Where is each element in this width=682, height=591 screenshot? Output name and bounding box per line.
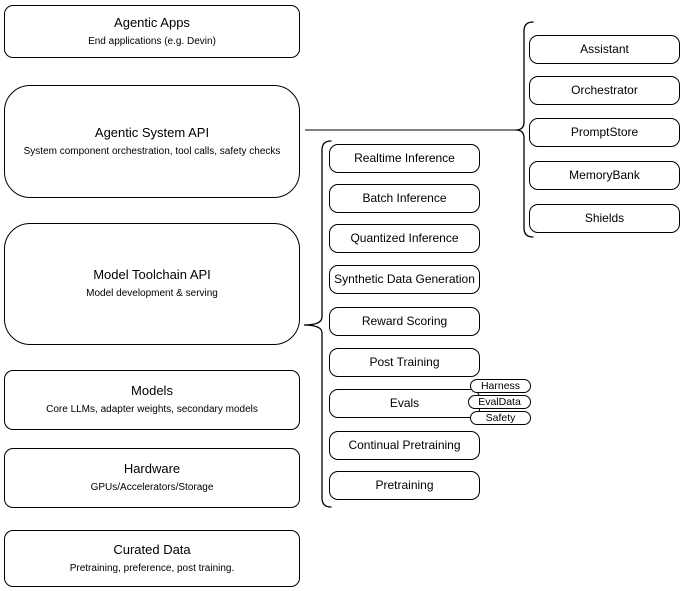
node-subtitle: GPUs/Accelerators/Storage [90,482,214,494]
node-synthetic-data-generation: Synthetic Data Generation [329,265,480,294]
pill-label: Safety [485,412,516,424]
node-assistant: Assistant [529,35,680,64]
node-title: Model Toolchain API [93,267,211,283]
pill-evaldata: EvalData [468,395,531,409]
node-shields: Shields [529,204,680,233]
node-title: Models [131,383,173,399]
node-subtitle: Pretraining, preference, post training. [69,562,235,574]
node-label: PromptStore [570,124,639,139]
node-hardware: Hardware GPUs/Accelerators/Storage [4,448,300,508]
node-curated-data: Curated Data Pretraining, preference, po… [4,530,300,587]
node-title: Agentic Apps [114,14,190,30]
node-label: Evals [389,395,420,410]
middle-group-brace [303,140,332,508]
node-label: Batch Inference [362,190,447,205]
node-quantized-inference: Quantized Inference [329,224,480,253]
node-label: Assistant [580,41,629,56]
node-label: Synthetic Data Generation [334,271,475,286]
node-orchestrator: Orchestrator [529,76,680,105]
node-subtitle: System component orchestration, tool cal… [23,145,281,157]
node-label: Quantized Inference [350,230,459,245]
node-label: Shields [584,210,625,225]
node-label: Continual Pretraining [348,437,461,452]
node-subtitle: End applications (e.g. Devin) [88,35,216,47]
node-label: Reward Scoring [361,313,448,328]
node-label: MemoryBank [569,167,640,182]
node-title: Hardware [123,461,181,477]
pill-label: Harness [480,380,521,392]
node-pretraining: Pretraining [329,471,480,500]
node-title: Agentic System API [94,124,210,140]
node-realtime-inference: Realtime Inference [329,144,480,173]
node-post-training: Post Training [329,348,480,377]
node-continual-pretraining: Continual Pretraining [329,431,480,460]
node-label: Pretraining [375,477,434,492]
node-agentic-apps: Agentic Apps End applications (e.g. Devi… [4,5,300,58]
node-title: Curated Data [113,541,191,557]
node-promptstore: PromptStore [529,118,680,147]
pill-label: EvalData [478,396,521,408]
node-reward-scoring: Reward Scoring [329,307,480,336]
node-batch-inference: Batch Inference [329,184,480,213]
node-subtitle: Model development & serving [86,288,218,300]
node-model-toolchain-api: Model Toolchain API Model development & … [4,223,300,345]
node-models: Models Core LLMs, adapter weights, secon… [4,370,300,430]
node-memorybank: MemoryBank [529,161,680,190]
node-evals: Evals [329,389,480,418]
pill-harness: Harness [470,379,531,393]
node-agentic-system-api: Agentic System API System component orch… [4,85,300,198]
node-subtitle: Core LLMs, adapter weights, secondary mo… [46,404,258,416]
node-label: Realtime Inference [354,150,455,165]
node-label: Orchestrator [571,82,638,97]
node-label: Post Training [369,354,440,369]
pill-safety: Safety [470,411,531,425]
